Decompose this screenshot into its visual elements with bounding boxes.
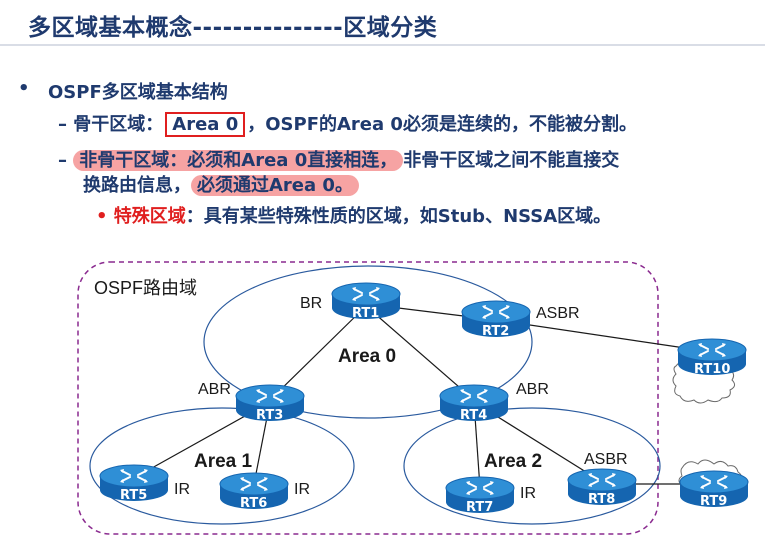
router-rt9: RT9 <box>679 470 749 509</box>
router-rt8: RT8 <box>567 468 637 507</box>
router-label: RT9 <box>700 494 727 509</box>
router-label: RT10 <box>694 362 730 377</box>
router-label: RT4 <box>460 408 487 423</box>
nonbackbone-line-2: 换路由信息，必须通过Area 0。 <box>83 171 359 197</box>
router-label: RT7 <box>466 500 493 515</box>
role-label-rt7: IR <box>520 485 536 502</box>
special-area-line: • 特殊区域：具有某些特殊性质的区域，如Stub、NSSA区域。 <box>96 202 611 228</box>
router-label: RT6 <box>240 496 267 511</box>
link-rt1-rt4 <box>365 305 475 401</box>
domain-label: OSPF路由域 <box>94 278 197 298</box>
link-rt2-rt10 <box>495 319 713 353</box>
title-divider <box>0 44 765 46</box>
title-bar: 多区域基本概念---------------区域分类 <box>0 0 765 46</box>
router-rt6: RT6 <box>219 472 289 511</box>
role-label-rt4: ABR <box>516 381 549 398</box>
nonbackbone-rest-2: 换路由信息， <box>83 175 191 196</box>
area0-label: Area 0 <box>338 346 396 367</box>
bullet-marker: • <box>96 206 108 227</box>
page-title: 多区域基本概念---------------区域分类 <box>28 15 438 41</box>
area1-boundary <box>89 407 355 525</box>
router-rt1: RT1 <box>331 282 401 321</box>
nonbackbone-highlight: 非骨干区域：必须和Area 0直接相连， <box>73 150 404 171</box>
router-rt3: RT3 <box>235 384 305 423</box>
router-label: RT1 <box>352 306 379 321</box>
area2-boundary <box>403 407 661 525</box>
role-label-rt8: ASBR <box>584 451 628 468</box>
bullet-marker: • <box>18 78 30 99</box>
area0-boundary <box>203 265 533 419</box>
special-rest: ：具有某些特殊性质的区域，如Stub、NSSA区域。 <box>185 206 612 227</box>
role-label-rt2: ASBR <box>536 305 580 322</box>
nonbackbone-highlight-2: 必须通过Area 0。 <box>191 175 359 196</box>
nonbackbone-rest: 非骨干区域之间不能直接交 <box>403 150 620 171</box>
bullet-heading: OSPF多区域基本结构 <box>48 82 228 103</box>
area2-label: Area 2 <box>484 451 542 472</box>
role-label-rt1: BR <box>300 295 322 312</box>
router-rt2: RT2 <box>461 300 531 339</box>
area1-label: Area 1 <box>194 451 253 472</box>
role-label-rt3: ABR <box>198 381 231 398</box>
router-rt4: RT4 <box>439 384 509 423</box>
area0-boxed: Area 0 <box>165 112 246 137</box>
dash-marker: – <box>58 150 67 171</box>
backbone-rest: ，OSPF的Area 0必须是连续的，不能被分割。 <box>247 114 637 135</box>
role-label-rt5: IR <box>174 481 190 498</box>
router-rt5: RT5 <box>99 464 169 503</box>
backbone-line: – 骨干区域：Area 0，OSPF的Area 0必须是连续的，不能被分割。 <box>58 110 637 137</box>
role-label-rt6: IR <box>294 481 310 498</box>
router-label: RT2 <box>482 324 509 339</box>
router-label: RT8 <box>588 492 615 507</box>
special-label: 特殊区域 <box>113 206 186 227</box>
dash-marker: – <box>58 114 67 135</box>
router-rt7: RT7 <box>445 476 515 515</box>
router-label: RT5 <box>120 488 147 503</box>
router-rt10: RT10 <box>677 338 747 377</box>
domain-boundary <box>77 261 659 535</box>
nonbackbone-line: – 非骨干区域：必须和Area 0直接相连，非骨干区域之间不能直接交 <box>58 146 619 172</box>
router-label: RT3 <box>256 408 283 423</box>
link-rt1-rt3 <box>269 305 367 401</box>
backbone-label: 骨干区域： <box>73 114 164 135</box>
